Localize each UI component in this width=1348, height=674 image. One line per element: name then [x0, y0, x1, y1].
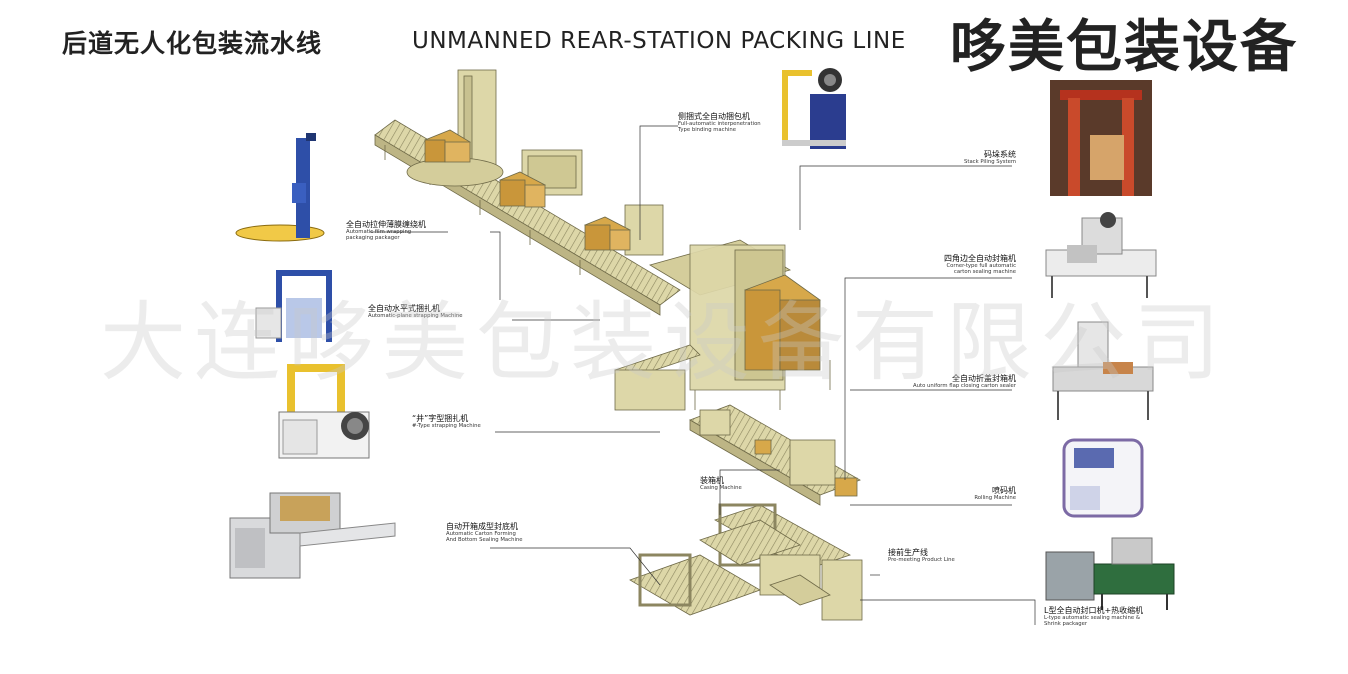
flap-sealing-machine-image: [1052, 321, 1154, 420]
carton-forming-machine-image: [229, 492, 396, 579]
label-pre-meeting: 接前生产线 Pre-meeting Product Line: [888, 548, 955, 564]
casing-conveyor: [629, 503, 863, 621]
label-flap-sealing: 全自动折盖封箱机 Auto uniform flap closing carto…: [913, 374, 1016, 390]
label-plane-strapping: 全自动水平式捆扎机 Automatic-plane strapping Mach…: [368, 304, 463, 320]
well-strapping-machine-image: [278, 364, 370, 459]
well-strapper-unit: [584, 204, 664, 256]
label-well-strapping: “井”字型捆扎机 #-Type strapping Machine: [412, 414, 481, 430]
rolling-machine-image: [1062, 438, 1144, 518]
label-stack-piling: 码垛系统 Stack Piling System: [964, 150, 1016, 166]
l-type-sealing-machine-image: [1045, 537, 1175, 610]
label-rolling: 喷码机 Rolling Machine: [974, 486, 1016, 502]
film-wrapper-unit: [406, 69, 504, 187]
label-corner-sealing: 四角边全自动封箱机 Corner-type full automatic car…: [944, 254, 1016, 276]
film-wrapping-machine-image: [235, 133, 325, 242]
title-chinese: 后道无人化包装流水线: [62, 29, 323, 58]
title-english: UNMANNED REAR-STATION PACKING LINE: [412, 28, 906, 54]
pointer-lines: [370, 125, 1036, 625]
palletizer-frame: [614, 239, 831, 411]
label-side-binding: 侧捆式全自动捆包机 Full-automatic interpenetratio…: [678, 112, 761, 134]
brand-name: 哆美包装设备: [950, 14, 1298, 80]
plane-strapper-unit: [499, 149, 583, 208]
plane-strapping-machine-image: [255, 270, 332, 342]
lower-conveyor: [689, 404, 861, 506]
stack-piling-system-image: [1050, 80, 1152, 196]
side-binding-machine-image: [782, 68, 846, 149]
label-l-type: L型全自动封口机+热收缩机 L-type automatic sealing m…: [1044, 606, 1144, 628]
label-casing: 装箱机 Casing Machine: [700, 476, 742, 492]
label-film-wrapping: 全自动拉伸薄膜缠绕机 Automatic film wrapping packa…: [346, 220, 426, 242]
label-carton-forming: 自动开箱成型封底机 Automatic Carton Forming And B…: [446, 522, 523, 544]
corner-sealing-machine-image: [1045, 212, 1157, 298]
